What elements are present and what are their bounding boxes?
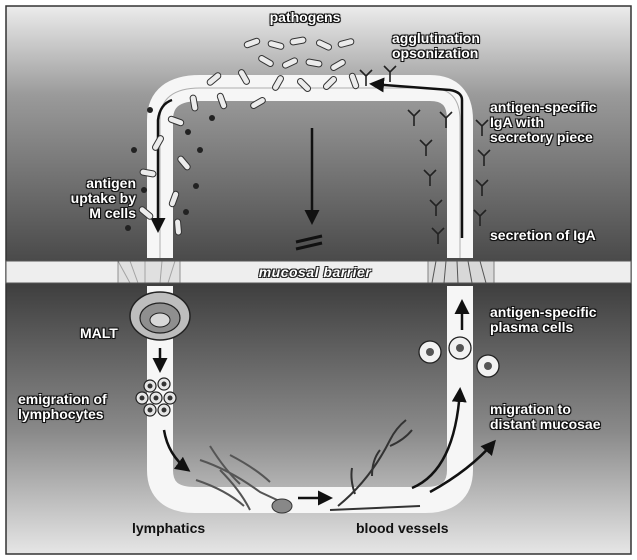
label-antigen-uptake-m-cells: antigen uptake by M cells <box>40 176 136 221</box>
label-agglutination-opsonization: agglutination opsonization <box>392 31 480 61</box>
label-mucosal-barrier: mucosal barrier <box>230 264 400 280</box>
m-cell-epithelium <box>118 261 180 283</box>
label-antigen-specific-iga: antigen-specific IgA with secretory piec… <box>490 100 597 145</box>
label-malt: MALT <box>80 326 118 341</box>
label-emigration-of-lymphocytes: emigration of lymphocytes <box>18 392 107 422</box>
label-lymphatics: lymphatics <box>132 521 205 536</box>
label-migration-distant-mucosae: migration to distant mucosae <box>490 402 600 432</box>
label-secretion-of-iga: secretion of IgA <box>490 228 596 243</box>
label-antigen-specific-plasma-cells: antigen-specific plasma cells <box>490 305 597 335</box>
malt-structure <box>130 292 190 340</box>
lymph-node <box>272 499 292 513</box>
iga-secretion-epithelium <box>428 261 494 283</box>
label-pathogens: pathogens <box>250 10 360 25</box>
label-blood-vessels: blood vessels <box>356 521 449 536</box>
